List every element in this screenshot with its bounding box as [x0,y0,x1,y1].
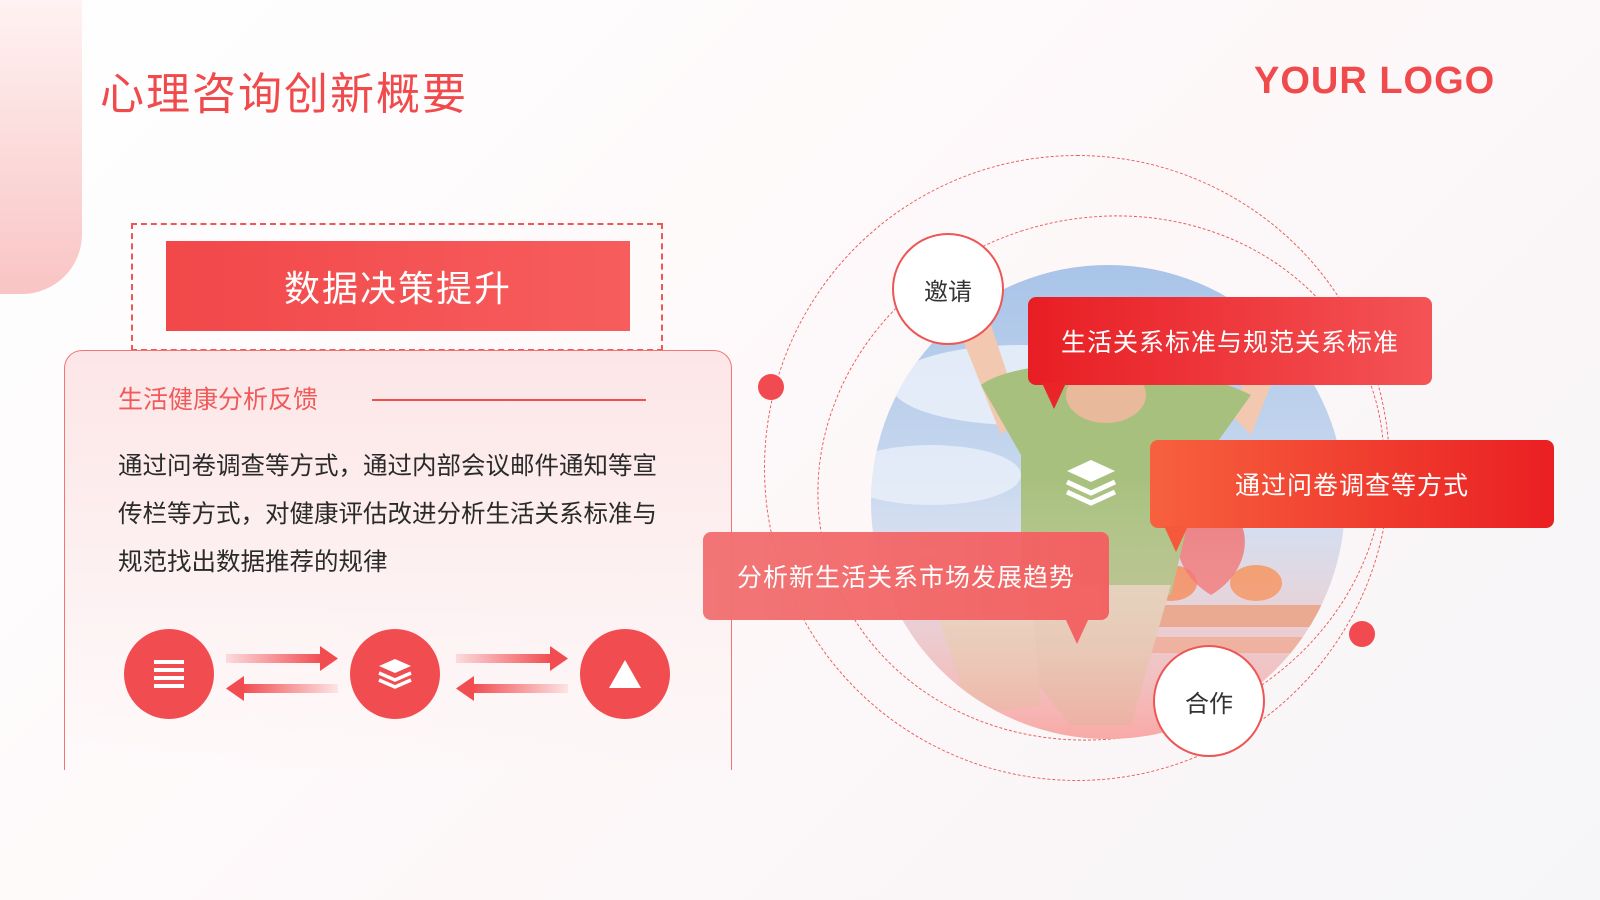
node-cooperate-label: 合作 [1185,689,1233,718]
bubble-standards-label: 生活关系标准与规范关系标准 [1060,328,1399,357]
bubble-trend-label: 分析新生活关系市场发展趋势 [736,563,1075,592]
logo: YOUR LOGO [1254,60,1496,102]
bubble-tail [1065,618,1089,644]
bubble-tail [1164,526,1188,552]
node-cooperate: 合作 [1153,645,1265,757]
triangle-icon [609,660,641,688]
list-icon [154,660,184,688]
layers-icon [378,659,412,689]
orbit-dot-right [1349,621,1375,647]
node-invite-label: 邀请 [924,277,972,306]
layers-icon-circle [350,629,440,719]
section-banner: 数据决策提升 [166,241,630,331]
triangle-icon-circle [580,629,670,719]
section-banner-label: 数据决策提升 [283,269,512,310]
orbit-dot-left [758,374,784,400]
bubble-tail [1042,383,1066,409]
bubble-survey: 通过问卷调查等方式 [1150,440,1554,552]
flow-arrows-2 [456,646,568,701]
node-invite: 邀请 [892,233,1004,345]
bubble-standards: 生活关系标准与规范关系标准 [1028,297,1432,409]
bubble-survey-label: 通过问卷调查等方式 [1234,471,1469,500]
bubble-trend: 分析新生活关系市场发展趋势 [703,532,1109,644]
card-subtitle: 生活健康分析反馈 [118,385,319,414]
page-title: 心理咨询创新概要 [100,69,468,120]
card-divider [372,399,646,401]
list-icon-circle [124,629,214,719]
card-body-text: 通过问卷调查等方式，通过内部会议邮件通知等宣传栏等方式，对健康评估改进分析生活关… [118,451,657,576]
flow-arrows-1 [226,646,338,701]
corner-decoration [0,0,82,294]
center-layers-icon [1065,460,1117,506]
